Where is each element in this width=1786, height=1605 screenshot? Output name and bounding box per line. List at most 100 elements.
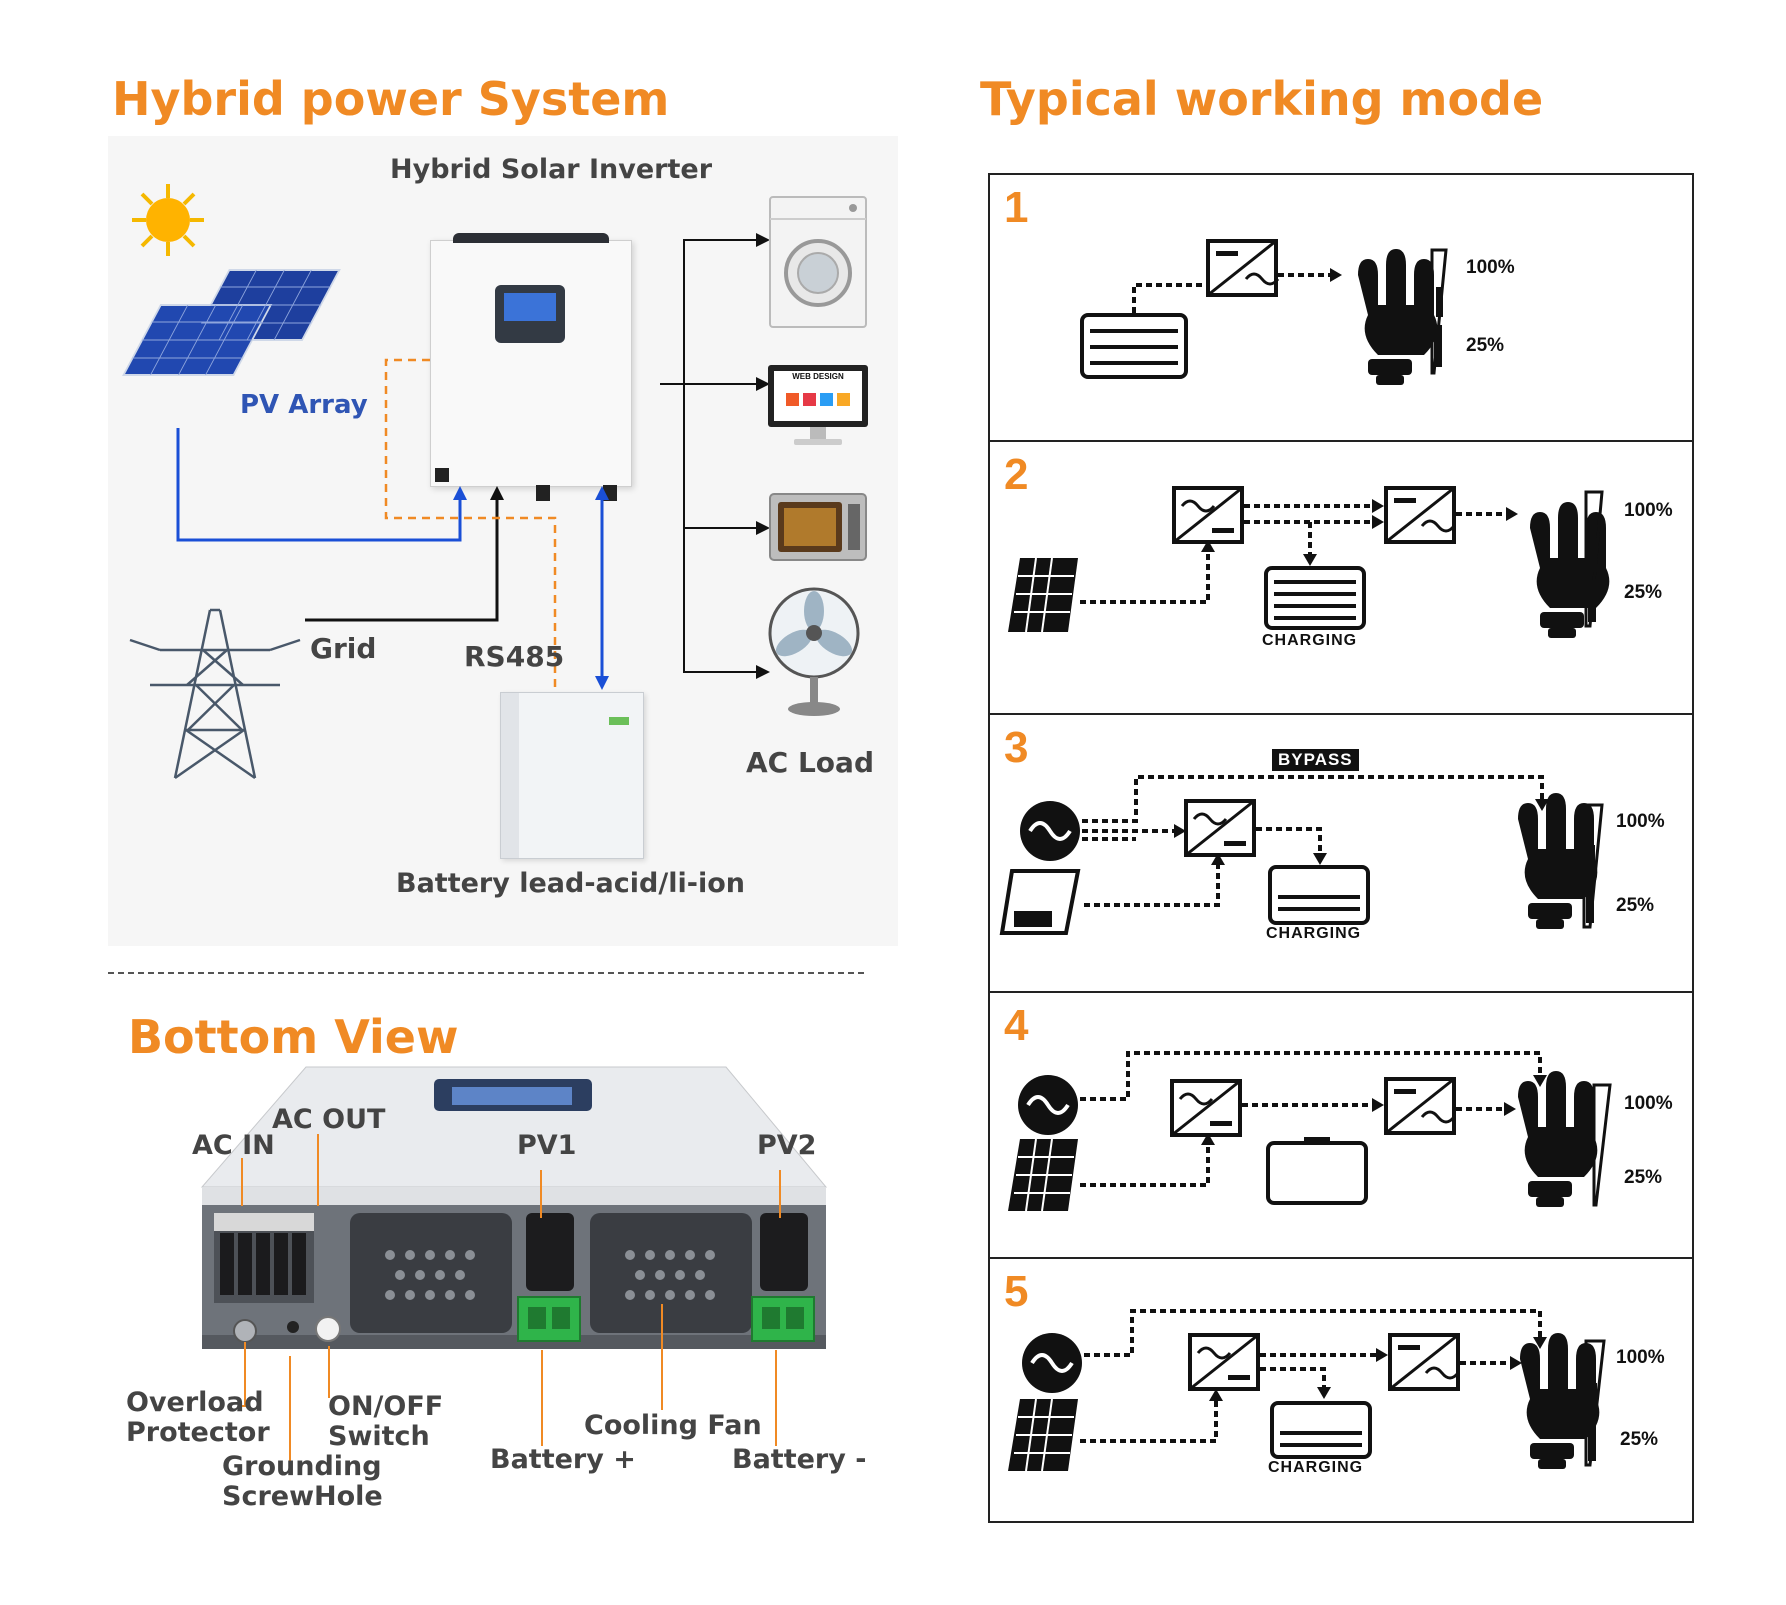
fan-icon bbox=[768, 587, 860, 716]
arrow-down-icon bbox=[1535, 799, 1549, 811]
solar-panel-icon bbox=[1008, 1138, 1078, 1212]
microwave-icon bbox=[769, 493, 867, 561]
ac-grid-icon bbox=[1018, 1075, 1078, 1135]
pct-high-label: 100% bbox=[1616, 811, 1665, 832]
inverter-port bbox=[536, 485, 550, 501]
pv-array-label: PV Array bbox=[240, 390, 368, 420]
arrow-right-icon bbox=[1372, 499, 1384, 513]
ac-out-label: AC OUT bbox=[272, 1104, 386, 1135]
washing-machine-icon bbox=[769, 196, 867, 328]
ac-load-label: AC Load bbox=[746, 746, 874, 779]
system-connections bbox=[176, 233, 770, 690]
level-gauge-icon bbox=[1592, 1083, 1612, 1207]
arrow-right-icon bbox=[756, 665, 770, 679]
bulb-icon bbox=[1518, 1071, 1598, 1207]
arrow-right-icon bbox=[1372, 1098, 1384, 1112]
cooling-fan-label: Cooling Fan bbox=[584, 1410, 762, 1441]
mode-row-1: 1 100% 25% bbox=[990, 175, 1692, 442]
pct-low-label: 25% bbox=[1620, 1429, 1659, 1450]
bypass-badge: BYPASS bbox=[1272, 749, 1359, 771]
arrow-down-icon bbox=[1533, 1075, 1547, 1087]
solar-panel-icon bbox=[1008, 557, 1078, 633]
rs485-dashed-line bbox=[384, 358, 557, 690]
arrow-up-icon bbox=[1201, 540, 1215, 552]
solar-panel-icon bbox=[999, 869, 1081, 935]
arrow-right-icon bbox=[1376, 1348, 1388, 1362]
pct-high-label: 100% bbox=[1624, 1093, 1673, 1114]
inverter-label: Hybrid Solar Inverter bbox=[390, 154, 713, 185]
bulb-icon bbox=[1520, 1333, 1600, 1469]
arrow-down-icon bbox=[1313, 853, 1327, 865]
charging-label: CHARGING bbox=[1262, 632, 1358, 649]
rs485-label: RS485 bbox=[464, 640, 565, 673]
inverter-icon bbox=[1388, 1333, 1460, 1391]
pct-low-label: 25% bbox=[1624, 1167, 1663, 1188]
grid-to-inverter-line bbox=[305, 495, 499, 622]
bottom-view-title: Bottom View bbox=[128, 1010, 459, 1064]
battery-icon bbox=[1080, 313, 1188, 379]
inverter-icon bbox=[1206, 239, 1280, 297]
battery-indicator bbox=[609, 717, 629, 725]
arrow-down-icon bbox=[1303, 554, 1317, 566]
inverter-port bbox=[435, 468, 449, 482]
overload-protector-label: Overload Protector bbox=[126, 1387, 270, 1448]
solar-panels-icon bbox=[122, 269, 341, 376]
arrow-right-icon bbox=[1506, 507, 1518, 521]
pv2-label: PV2 bbox=[757, 1130, 817, 1161]
level-gauge-icon bbox=[1584, 490, 1604, 628]
sun-icon bbox=[132, 184, 204, 256]
mode-row-5: 5 bbox=[990, 1259, 1692, 1525]
ac-in-label: AC IN bbox=[192, 1130, 275, 1161]
mode-number: 2 bbox=[1004, 450, 1029, 499]
battery-icon bbox=[1268, 865, 1370, 925]
battery-label: Battery lead-acid/li-ion bbox=[396, 868, 745, 899]
ac-grid-icon bbox=[1020, 801, 1080, 861]
on-off-switch-label: ON/OFF Switch bbox=[328, 1391, 444, 1452]
solar-panel-icon bbox=[1008, 1398, 1078, 1472]
mode-number: 4 bbox=[1004, 1001, 1029, 1050]
mode-number: 5 bbox=[1004, 1267, 1029, 1316]
pct-high-label: 100% bbox=[1466, 257, 1515, 278]
pct-high-label: 100% bbox=[1616, 1347, 1665, 1368]
monitor-icon bbox=[768, 365, 868, 445]
arrow-right-icon bbox=[1510, 1356, 1522, 1370]
mode-row-4: 4 bbox=[990, 993, 1692, 1259]
bottom-view-callouts bbox=[238, 1134, 781, 1470]
battery-plus-label: Battery + bbox=[490, 1444, 636, 1475]
pv1-label: PV1 bbox=[517, 1130, 577, 1161]
section-divider bbox=[108, 972, 864, 974]
bulb-icon bbox=[1530, 502, 1610, 638]
bulb-icon bbox=[1518, 793, 1598, 929]
hybrid-system-title: Hybrid power System bbox=[112, 72, 670, 126]
arrow-up-icon bbox=[1209, 1389, 1223, 1401]
pct-low-label: 25% bbox=[1616, 895, 1655, 916]
arrow-up-icon bbox=[453, 486, 467, 500]
inverter-icon bbox=[1172, 486, 1244, 544]
inverter-bottom-view-image bbox=[200, 1066, 828, 1349]
ac-grid-icon bbox=[1022, 1333, 1082, 1393]
inverter-icon bbox=[1188, 1333, 1260, 1391]
monitor-screen-text: WEB DESIGN bbox=[792, 372, 844, 381]
arrow-up-icon bbox=[490, 486, 504, 500]
arrow-right-icon bbox=[1330, 268, 1342, 282]
hybrid-inverter-image bbox=[430, 233, 632, 501]
inverter-icon bbox=[1170, 1079, 1242, 1137]
battery-icon bbox=[1264, 566, 1366, 630]
arrow-right-icon bbox=[1504, 1102, 1516, 1116]
inverter-icon bbox=[1384, 486, 1456, 544]
battery-cabinet-image bbox=[500, 692, 644, 859]
arrow-down-icon bbox=[1533, 1337, 1547, 1349]
arrow-down-icon bbox=[595, 676, 609, 690]
mode-row-3: 3 BYPASS bbox=[990, 715, 1692, 993]
bulb-icon bbox=[1358, 249, 1438, 385]
mode-row-2: 2 bbox=[990, 442, 1692, 715]
arrow-right-icon bbox=[756, 521, 770, 535]
charging-label: CHARGING bbox=[1266, 925, 1362, 942]
arrow-down-icon bbox=[1317, 1387, 1331, 1399]
working-modes-box: 1 100% 25% 2 bbox=[988, 173, 1694, 1523]
grounding-screwhole-label: Grounding ScrewHole bbox=[222, 1451, 383, 1512]
arrow-up-icon bbox=[1201, 1133, 1215, 1145]
inverter-top-handle bbox=[453, 233, 609, 243]
inverter-icon bbox=[1384, 1077, 1456, 1135]
inverter-lcd-screen bbox=[504, 293, 556, 321]
